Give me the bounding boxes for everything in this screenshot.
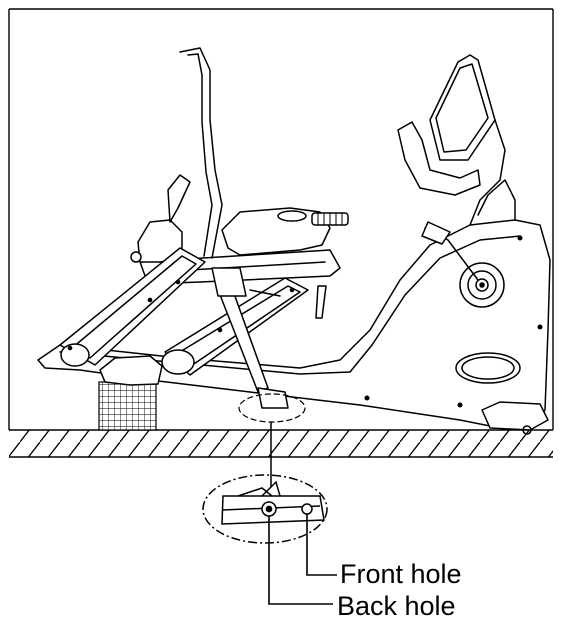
frame-border (8, 8, 554, 430)
leveling-block (98, 381, 157, 431)
callout-leaders (268, 514, 337, 605)
recumbent-bike (37, 47, 551, 435)
front-hole-label: Front hole (340, 559, 462, 589)
zoom-detail (202, 474, 328, 544)
back-hole-label: Back hole (337, 591, 456, 621)
detail-marker-ellipse (238, 393, 306, 423)
floor-hatch (9, 429, 553, 458)
